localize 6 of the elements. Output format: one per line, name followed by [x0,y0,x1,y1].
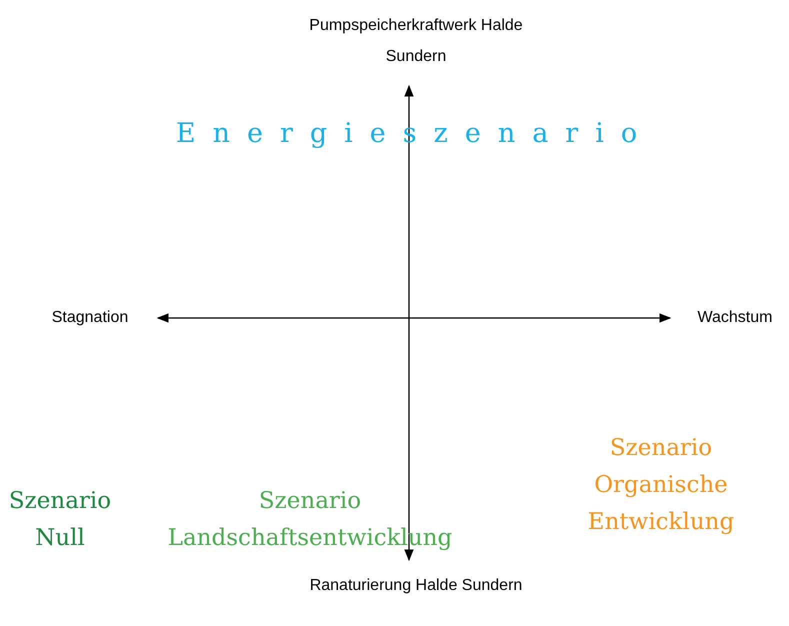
axis-end-label: Pumpspeicherkraftwerk Halde Sundern [308,16,524,67]
axis-end-label: Ranaturierung Halde Sundern [308,576,524,596]
scenario-label: Szenario Null [8,487,112,553]
axis-end-label: Stagnation [50,308,130,328]
scenario-label: Szenario Organische Entwicklung [586,434,736,537]
axis-end-label: Wachstum [696,308,774,328]
